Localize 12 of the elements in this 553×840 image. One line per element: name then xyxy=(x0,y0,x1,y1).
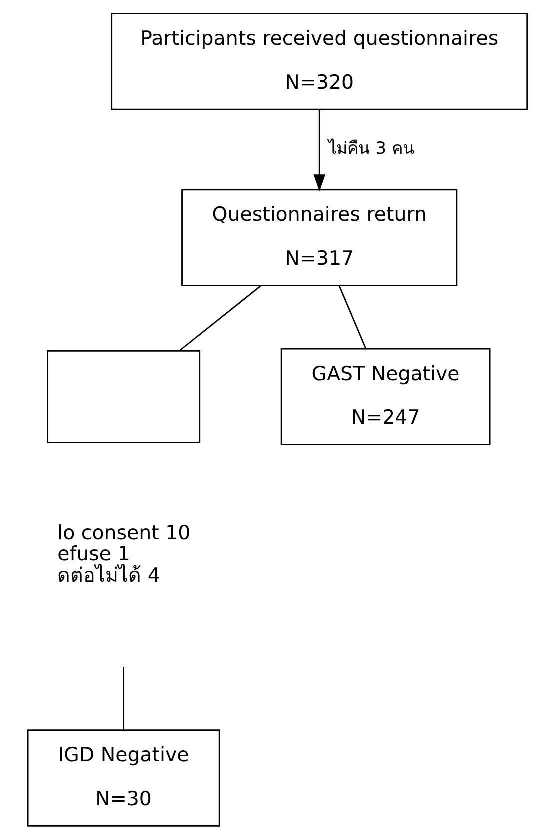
node-box: Questionnaires return N=317 xyxy=(181,189,458,286)
node-box: IGD Negative N=30 xyxy=(26,730,220,827)
node-box: GAST Negative N=247 xyxy=(280,348,490,446)
edge-label: ไม่คืน 3 คน xyxy=(328,138,414,158)
node-box xyxy=(46,350,200,444)
label: ดต่อไม่ได้ 4 xyxy=(57,564,160,587)
connector xyxy=(178,285,262,352)
arrow xyxy=(313,110,326,192)
connector xyxy=(122,667,124,730)
node-box: Participants received questionnaires N=320 xyxy=(110,13,528,110)
connector xyxy=(338,285,366,350)
label: lo consent 10 xyxy=(57,522,190,544)
